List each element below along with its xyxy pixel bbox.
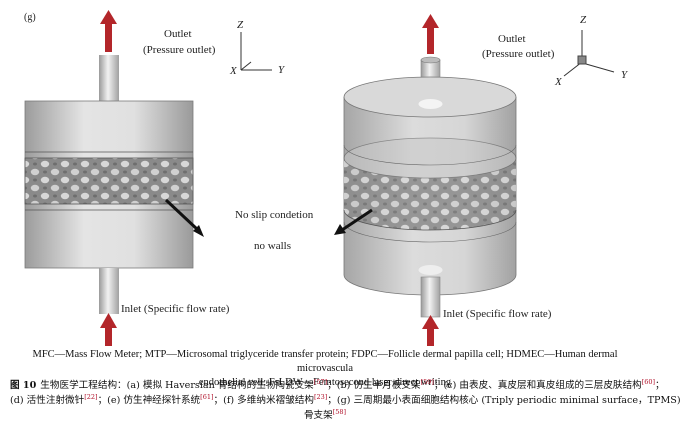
citation-b[interactable]: [59]: [420, 378, 434, 386]
panel-label: (g): [24, 12, 36, 23]
right-axes-triad: [563, 30, 615, 77]
caption-figure-number: 图 10: [10, 380, 37, 391]
right-inlet-arrow: [422, 315, 439, 346]
right-cylinder-top: [343, 76, 517, 118]
citation-d[interactable]: [22]: [84, 392, 98, 401]
left-axes-triad: [240, 32, 272, 71]
left-outlet-label: Outlet: [164, 28, 192, 40]
right-axis-x-label: X: [555, 76, 562, 88]
left-tpms-scaffold: [25, 158, 193, 204]
left-outlet-sublabel: (Pressure outlet): [143, 44, 216, 56]
abbreviation-note: MFC—Mass Flow Meter; MTP—Microsomal trig…: [10, 348, 640, 391]
abbreviation-line-1: MFC—Mass Flow Meter; MTP—Microsomal trig…: [32, 349, 618, 375]
citation-e[interactable]: [61]: [200, 392, 214, 401]
right-outlet-sublabel: (Pressure outlet): [482, 48, 555, 60]
left-inlet-label: Inlet (Specific flow rate): [121, 303, 230, 315]
citation-g[interactable]: [58]: [332, 407, 347, 416]
left-outlet-arrow: [100, 10, 117, 52]
right-inlet-label: Inlet (Specific flow rate): [443, 308, 552, 320]
figure-panel-g: (g) Outlet (Pressure outlet) Z X Y Inlet…: [24, 10, 628, 346]
noslip-annotation: No slip condetion: [235, 209, 314, 221]
citation-a[interactable]: [57]: [313, 378, 328, 386]
right-inlet-pipe: [420, 276, 441, 318]
left-axis-x-label: X: [230, 65, 237, 77]
left-axis-z-label: Z: [237, 19, 244, 31]
caption-line-2: (d) 活性注射微针[22]；(e) 仿生神经探针系统[61]；(f) 多维纳米…: [10, 392, 681, 406]
left-inlet-arrow: [100, 313, 117, 346]
figure-illustration: [24, 10, 615, 346]
citation-f[interactable]: [23]: [313, 392, 328, 401]
left-axis-y-label: Y: [278, 64, 285, 76]
right-axis-z-label: Z: [580, 14, 587, 26]
nowalls-pointer-arrow: [334, 208, 373, 235]
nowalls-annotation: no walls: [254, 240, 291, 252]
left-flow-chamber: [24, 10, 272, 346]
right-outlet-label: Outlet: [498, 33, 526, 45]
caption-line-3: 骨支架[58]: [303, 407, 347, 421]
noslip-pointer-arrow: [164, 198, 204, 237]
right-tpms-scaffold: [344, 158, 516, 230]
right-flow-chamber: [343, 14, 615, 346]
abbreviation-line-2: endothelial cell; FsLDW—Femtosecond lase…: [198, 377, 452, 389]
right-outlet-arrow: [422, 14, 439, 54]
right-axis-y-label: Y: [621, 69, 628, 81]
left-outlet-pipe: [99, 55, 119, 101]
citation-c[interactable]: [60]: [641, 378, 656, 386]
left-inlet-pipe: [99, 268, 119, 314]
